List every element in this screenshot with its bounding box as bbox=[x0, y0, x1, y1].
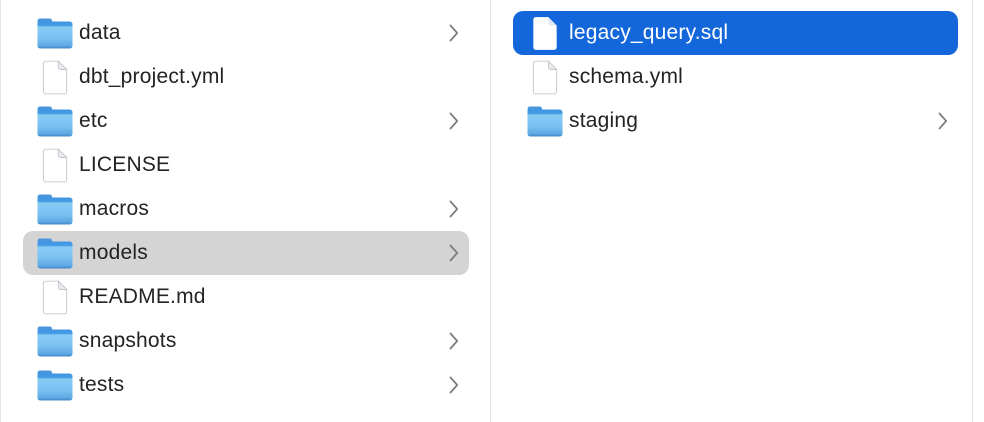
document-icon bbox=[37, 147, 73, 183]
list-item-macros[interactable]: macros bbox=[23, 187, 469, 231]
list-item-README.md[interactable]: README.md bbox=[23, 275, 469, 319]
list-item-etc[interactable]: etc bbox=[23, 99, 469, 143]
list-item-models[interactable]: models bbox=[23, 231, 469, 275]
folder-icon bbox=[527, 103, 563, 139]
list-item-LICENSE[interactable]: LICENSE bbox=[23, 143, 469, 187]
item-label: macros bbox=[79, 197, 150, 220]
chevron-right-icon bbox=[938, 112, 948, 130]
item-label: models bbox=[79, 241, 148, 264]
chevron-right-icon bbox=[449, 112, 459, 130]
item-label: tests bbox=[79, 373, 125, 396]
chevron-right-icon bbox=[449, 24, 459, 42]
list-item-schema.yml[interactable]: schema.yml bbox=[513, 55, 958, 99]
chevron-right-icon bbox=[449, 200, 459, 218]
item-label: legacy_query.sql bbox=[569, 21, 729, 44]
list-item-legacy_query.sql[interactable]: legacy_query.sql bbox=[513, 11, 958, 55]
folder-icon bbox=[37, 367, 73, 403]
list-item-staging[interactable]: staging bbox=[513, 99, 958, 143]
column-divider[interactable] bbox=[490, 0, 491, 422]
list-item-tests[interactable]: tests bbox=[23, 363, 469, 407]
folder-icon bbox=[37, 15, 73, 51]
item-label: snapshots bbox=[79, 329, 177, 352]
folder-icon bbox=[37, 103, 73, 139]
next-column-sliver bbox=[973, 0, 984, 422]
chevron-right-icon bbox=[449, 332, 459, 350]
document-icon bbox=[527, 59, 563, 95]
list-item-dbt_project.yml[interactable]: dbt_project.yml bbox=[23, 55, 469, 99]
item-label: staging bbox=[569, 109, 639, 132]
file-list-column-left: data dbt_project.yml etc bbox=[1, 0, 490, 422]
chevron-right-icon bbox=[449, 376, 459, 394]
item-label: data bbox=[79, 21, 121, 44]
list-item-data[interactable]: data bbox=[23, 11, 469, 55]
folder-icon bbox=[37, 191, 73, 227]
document-icon bbox=[37, 279, 73, 315]
folder-icon bbox=[37, 235, 73, 271]
item-label: schema.yml bbox=[569, 65, 684, 88]
list-item-snapshots[interactable]: snapshots bbox=[23, 319, 469, 363]
item-label: README.md bbox=[79, 285, 206, 308]
document-icon bbox=[527, 15, 563, 51]
chevron-right-icon bbox=[449, 244, 459, 262]
item-label: dbt_project.yml bbox=[79, 65, 225, 88]
folder-icon bbox=[37, 323, 73, 359]
item-label: LICENSE bbox=[79, 153, 171, 176]
item-label: etc bbox=[79, 109, 108, 132]
column-divider[interactable] bbox=[972, 0, 973, 422]
file-list-column-right: legacy_query.sql schema.yml staging bbox=[491, 0, 972, 422]
document-icon bbox=[37, 59, 73, 95]
